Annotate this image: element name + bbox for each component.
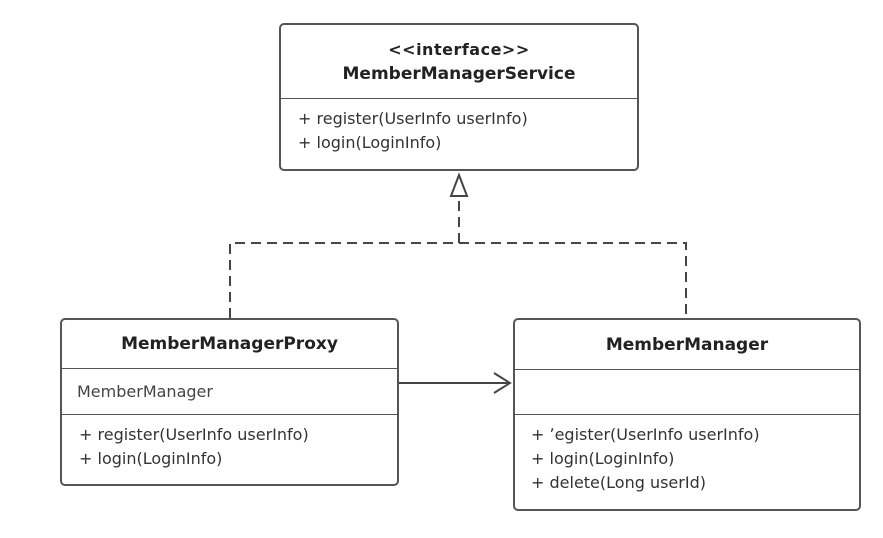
association-connector	[399, 372, 512, 394]
realization-connector	[229, 172, 687, 318]
attribute-compartment	[515, 370, 859, 415]
class-member-manager-service[interactable]: <<interface>> MemberManagerService + reg…	[279, 23, 639, 171]
method-item: + login(LoginInfo)	[298, 133, 442, 152]
attribute-compartment: MemberManager	[62, 369, 397, 415]
class-name: MemberManager	[605, 334, 769, 355]
class-member-manager[interactable]: MemberManager + ʼegister(UserInfo userIn…	[513, 318, 861, 511]
method-item: + ʼegister(UserInfo userInfo)	[531, 425, 760, 444]
stereotype-label: <<interface>>	[388, 39, 530, 59]
method-compartment: + register(UserInfo userInfo) + login(Lo…	[62, 415, 397, 471]
class-header: <<interface>> MemberManagerService	[281, 25, 637, 99]
method-item: + delete(Long userId)	[531, 473, 706, 492]
class-member-manager-proxy[interactable]: MemberManagerProxy MemberManager + regis…	[60, 318, 399, 486]
realization-line	[229, 242, 687, 318]
method-item: + register(UserInfo userInfo)	[298, 109, 528, 128]
class-header: MemberManager	[515, 320, 859, 370]
class-header: MemberManagerProxy	[62, 320, 397, 369]
attribute-item: MemberManager	[77, 382, 213, 401]
method-item: + login(LoginInfo)	[79, 449, 223, 468]
realization-arrowhead	[449, 172, 469, 197]
class-name: MemberManagerProxy	[121, 334, 338, 354]
class-name: MemberManagerService	[342, 63, 576, 84]
method-compartment: + register(UserInfo userInfo) + login(Lo…	[281, 99, 637, 155]
method-compartment: + ʼegister(UserInfo userInfo) + login(Lo…	[515, 415, 859, 495]
association-arrowhead	[493, 372, 512, 394]
method-item: + login(LoginInfo)	[531, 449, 675, 468]
method-item: + register(UserInfo userInfo)	[79, 425, 309, 444]
